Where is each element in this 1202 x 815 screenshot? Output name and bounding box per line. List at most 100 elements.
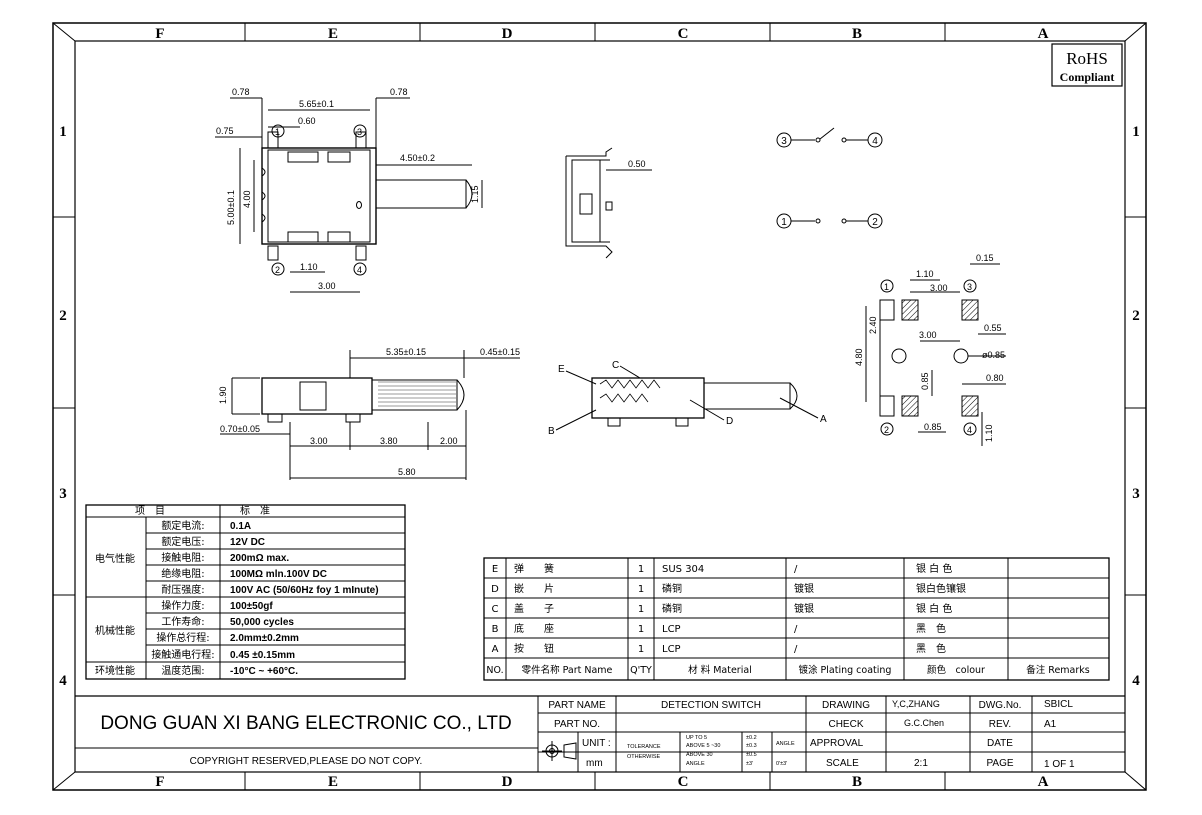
date-label: DATE [987, 738, 1013, 749]
col-label-top: B [852, 26, 862, 42]
cell-text: A [492, 644, 499, 655]
unit-value: mm [586, 758, 603, 769]
spec-value: 2.0mm±0.2mm [230, 633, 299, 644]
check-value: G.C.Chen [904, 718, 944, 728]
cell-text: 银 白 色 [916, 562, 952, 575]
cell-text: SUS 304 [662, 564, 704, 575]
pin-number: 4 [872, 136, 878, 147]
spec-header-item: 项 目 [135, 505, 165, 517]
top-view [215, 97, 483, 293]
otherwise-label: OTHERWISE [627, 754, 661, 760]
drawing-value: Y,C,ZHANG [892, 699, 940, 709]
cell-text: 黑 色 [916, 622, 946, 635]
cell-text: 嵌 片 [514, 582, 554, 595]
spec-param: 温度范围: [161, 664, 204, 677]
side-view-long [220, 350, 520, 480]
pcb-footprint [865, 263, 1006, 446]
dim-label: 5.80 [398, 467, 416, 477]
spec-header-standard: 标 准 [240, 505, 270, 517]
section-label-b: B [548, 426, 555, 437]
spec-param: 工作寿命: [161, 615, 204, 628]
tol-value: ±0.5 [746, 752, 757, 758]
spec-value: 0.45 ±0.15mm [230, 650, 295, 661]
rev-label: REV. [989, 719, 1011, 730]
spec-group-name: 电气性能 [95, 552, 135, 565]
pin-number: 2 [884, 425, 889, 435]
dim-label: ø0.85 [982, 350, 1005, 360]
col-label-top: E [328, 26, 338, 42]
row-label-right: 2 [1132, 308, 1140, 324]
dim-label: 0.78 [232, 87, 250, 97]
cell-text: 镀银 [794, 602, 814, 615]
dim-label: 5.00±0.1 [226, 190, 236, 225]
dim-label: 0.75 [216, 126, 234, 136]
spec-param: 接触通电行程: [151, 648, 214, 661]
pin-number: 4 [967, 425, 972, 435]
tolerance-label: TOLERANCE [627, 744, 661, 750]
dim-label: 0.60 [298, 116, 316, 126]
tol-value: ±0.3 [746, 743, 757, 749]
spec-group-name: 环境性能 [95, 664, 135, 677]
spec-value: 200mΩ max. [230, 553, 289, 564]
row-label-right: 3 [1132, 486, 1140, 502]
col-label-bottom: C [678, 774, 689, 790]
pin-number: 3 [357, 127, 362, 137]
dim-label: 0.78 [390, 87, 408, 97]
angle-value: 0'±3' [776, 761, 787, 767]
bom-table: E 弹 簧 1 SUS 304 / 银 白 色 D 嵌 片 1 磷铜 镀银 银白… [483, 557, 1110, 681]
col-label-bottom: F [155, 774, 164, 790]
col-label-bottom: E [328, 774, 338, 790]
dim-label: 0.55 [984, 323, 1002, 333]
spec-param: 接触电阻: [161, 551, 204, 564]
drawing-frame [52, 22, 1147, 791]
cell-text: 银白色镶银 [916, 582, 966, 595]
dwg-no-label: DWG.No. [979, 700, 1022, 711]
part-name-value: DETECTION SWITCH [661, 700, 761, 711]
dim-label: 1.15 [470, 185, 480, 203]
pin-number: 3 [781, 136, 787, 147]
angle-label: ANGLE [776, 741, 795, 747]
bom-header: NO. 零件名称 Part Name Q'TY 材 料 Material 镀涂 … [486, 664, 1089, 676]
dim-label: 1.90 [218, 386, 228, 404]
dim-label: 5.65±0.1 [299, 99, 334, 109]
side-view-small [565, 147, 652, 259]
scale-label: SCALE [826, 758, 859, 769]
bom-row: A 按 钮 1 LCP / 黑 色 [492, 642, 946, 655]
cell-text: LCP [662, 644, 681, 655]
rev-value: A1 [1044, 719, 1057, 730]
pin-number: 2 [872, 217, 878, 228]
dim-label: 0.85 [920, 372, 930, 390]
drawing-label: DRAWING [822, 700, 870, 711]
spec-param: 绝缘电阻: [161, 567, 204, 580]
cell-text: 1 [638, 604, 644, 615]
dim-label: 3.00 [310, 436, 328, 446]
cell-text: 颜色 colour [927, 664, 985, 676]
unit-label: UNIT : [582, 738, 611, 749]
dim-label: 3.00 [930, 283, 948, 293]
cell-text: 备注 Remarks [1026, 664, 1090, 676]
pin-number: 1 [781, 217, 787, 228]
page-label: PAGE [986, 758, 1013, 769]
spec-value: 100V AC (50/60Hz foy 1 mInute) [230, 585, 379, 596]
part-no-label: PART NO. [554, 719, 600, 730]
tol-value: ±0.2 [746, 735, 757, 741]
cell-text: 银 白 色 [916, 602, 952, 615]
section-label-e: E [558, 364, 565, 375]
dim-label: 0.15 [976, 253, 994, 263]
approval-label: APPROVAL [810, 738, 864, 749]
cell-text: 磷铜 [662, 582, 682, 595]
dim-label: 0.70±0.05 [220, 424, 260, 434]
cell-text: NO. [486, 665, 503, 676]
dim-label: 3.80 [380, 436, 398, 446]
cell-text: 按 钮 [514, 642, 554, 655]
dim-label: 4.50±0.2 [400, 153, 435, 163]
spec-group-name: 机械性能 [95, 624, 135, 637]
cell-text: Q'TY [630, 665, 652, 676]
copyright-notice: COPYRIGHT RESERVED,PLEASE DO NOT COPY. [190, 756, 423, 767]
spec-param: 操作力度: [161, 599, 204, 612]
col-label-top: C [678, 26, 689, 42]
section-label-d: D [726, 416, 733, 427]
spec-value: 50,000 cycles [230, 617, 294, 628]
bom-row: E 弹 簧 1 SUS 304 / 银 白 色 [492, 562, 953, 575]
dim-label: 4.00 [242, 190, 252, 208]
